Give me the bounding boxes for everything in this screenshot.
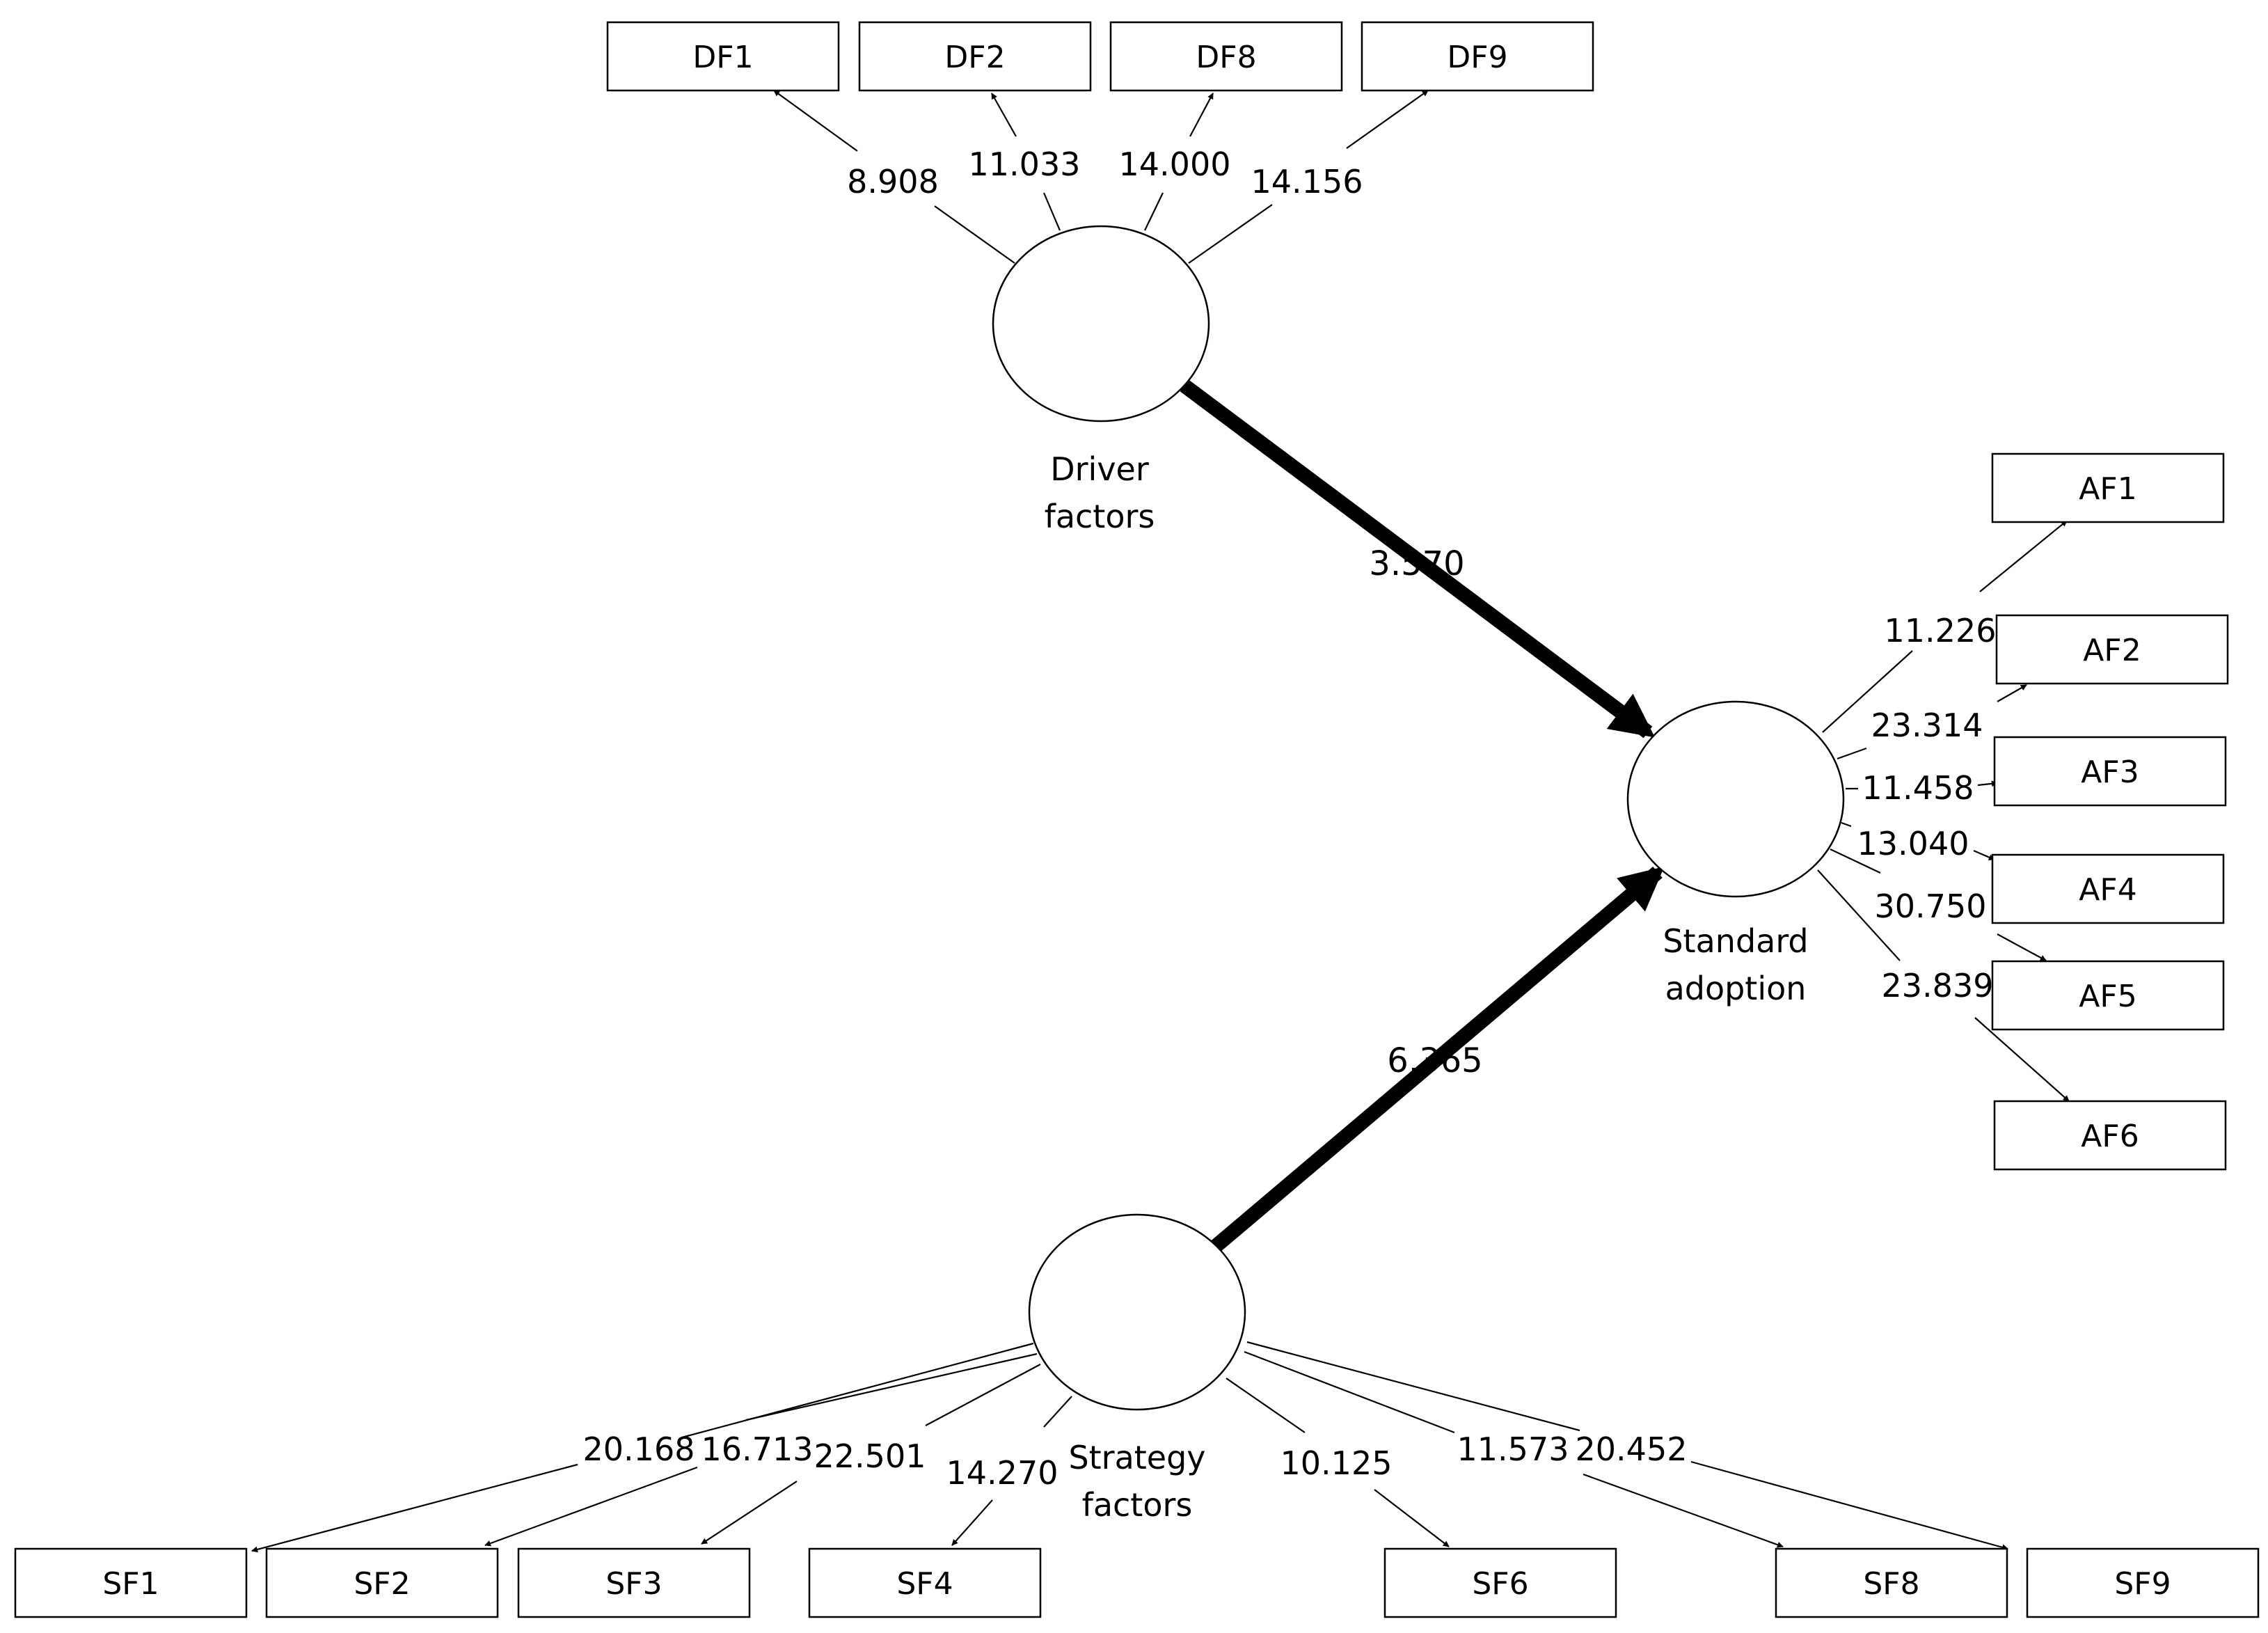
indicator-label-af1: AF1 <box>2079 471 2136 507</box>
loading-value-sf3: 22.501 <box>814 1437 926 1475</box>
loading-line-sf6 <box>1226 1378 1450 1547</box>
indicator-box-df8 <box>1109 21 1343 92</box>
indicator-box-df1 <box>606 21 840 92</box>
indicator-label-df2: DF2 <box>944 40 1005 75</box>
indicator-label-sf9: SF9 <box>2114 1566 2171 1602</box>
latent-driver-factors <box>992 225 1210 423</box>
loading-value-sf2: 16.713 <box>701 1430 814 1468</box>
loading-value-af1: 11.226 <box>1885 612 1997 649</box>
indicator-label-sf3: SF3 <box>605 1566 662 1602</box>
structural-path-driver-to-adoption <box>1180 379 1656 739</box>
indicator-box-af3 <box>1993 736 2227 807</box>
indicator-box-sf1 <box>14 1547 248 1618</box>
latent-label-adoption-line1: Standard <box>1663 922 1808 960</box>
latent-label-strategy-line2: factors <box>1082 1486 1193 1524</box>
indicator-label-sf4: SF4 <box>896 1566 953 1602</box>
indicator-box-af2 <box>1995 614 2229 685</box>
indicator-label-af3: AF3 <box>2081 755 2139 790</box>
indicator-box-df2 <box>858 21 1092 92</box>
indicator-label-sf1: SF1 <box>102 1566 159 1602</box>
loading-line-df8 <box>1144 93 1214 231</box>
indicator-box-af6 <box>1993 1100 2227 1171</box>
indicator-label-af4: AF4 <box>2079 872 2136 908</box>
loading-line-df2 <box>991 93 1061 231</box>
loading-value-df8: 14.000 <box>1119 145 1231 183</box>
indicator-label-df9: DF9 <box>1447 40 1507 75</box>
loading-line-sf9 <box>1246 1341 2008 1551</box>
indicator-box-sf9 <box>2026 1547 2260 1618</box>
loading-value-sf9: 20.452 <box>1576 1430 1688 1468</box>
loading-line-sf4 <box>951 1396 1072 1546</box>
latent-label-driver-line1: Driver <box>1050 450 1149 488</box>
loading-line-af2 <box>1837 684 2027 760</box>
latent-label-driver-line2: factors <box>1045 498 1155 535</box>
loading-line-af6 <box>1817 869 2070 1102</box>
loading-line-sf1 <box>251 1342 1034 1553</box>
indicator-label-af6: AF6 <box>2081 1119 2139 1154</box>
latent-label-adoption-line2: adoption <box>1665 970 1807 1007</box>
latent-label-strategy-line1: Strategy <box>1068 1439 1205 1476</box>
indicator-box-sf8 <box>1775 1547 2008 1618</box>
loading-value-df2: 11.033 <box>969 145 1081 183</box>
loading-value-af6: 23.839 <box>1882 967 1994 1004</box>
loading-line-af1 <box>1822 520 2068 733</box>
loading-value-df1: 8.908 <box>847 163 939 200</box>
indicator-box-af1 <box>1991 452 2225 523</box>
indicator-box-sf2 <box>265 1547 499 1618</box>
loading-line-sf2 <box>484 1352 1038 1547</box>
loading-line-sf8 <box>1244 1350 1784 1548</box>
indicator-label-af2: AF2 <box>2083 633 2141 668</box>
loading-value-sf6: 10.125 <box>1280 1444 1393 1482</box>
indicator-box-af5 <box>1991 960 2225 1031</box>
path-value-strategy-to-adoption: 6.365 <box>1387 1041 1482 1080</box>
indicator-label-sf2: SF2 <box>354 1566 410 1602</box>
loading-value-af3: 11.458 <box>1862 769 1974 807</box>
loading-value-sf4: 14.270 <box>946 1454 1058 1492</box>
latent-standard-adoption <box>1626 700 1845 898</box>
loading-value-af2: 23.314 <box>1871 707 1983 744</box>
structural-path-strategy-to-adoption <box>1210 866 1665 1254</box>
indicator-label-sf8: SF8 <box>1863 1566 1919 1602</box>
indicator-box-sf4 <box>808 1547 1042 1618</box>
indicator-label-sf6: SF6 <box>1472 1566 1528 1602</box>
loading-line-sf3 <box>701 1364 1041 1545</box>
loading-value-sf1: 20.168 <box>583 1430 695 1468</box>
indicator-label-df8: DF8 <box>1196 40 1256 75</box>
loading-value-sf8: 11.573 <box>1457 1430 1569 1468</box>
path-value-driver-to-adoption: 3.570 <box>1369 544 1464 583</box>
indicator-label-df1: DF1 <box>692 40 753 75</box>
indicator-box-af4 <box>1991 853 2225 924</box>
loading-line-df1 <box>773 90 1015 264</box>
loading-value-df9: 14.156 <box>1251 163 1363 200</box>
loading-value-af4: 13.040 <box>1857 825 1969 862</box>
loading-line-df9 <box>1188 90 1429 264</box>
indicator-box-sf3 <box>517 1547 751 1618</box>
indicator-box-df9 <box>1361 21 1594 92</box>
loading-line-af5 <box>1830 849 2047 961</box>
indicator-box-sf6 <box>1383 1547 1617 1618</box>
loading-line-af4 <box>1841 821 1995 861</box>
loading-value-af5: 30.750 <box>1875 888 1987 925</box>
indicator-label-af5: AF5 <box>2079 979 2136 1014</box>
latent-strategy-factors <box>1028 1213 1246 1411</box>
